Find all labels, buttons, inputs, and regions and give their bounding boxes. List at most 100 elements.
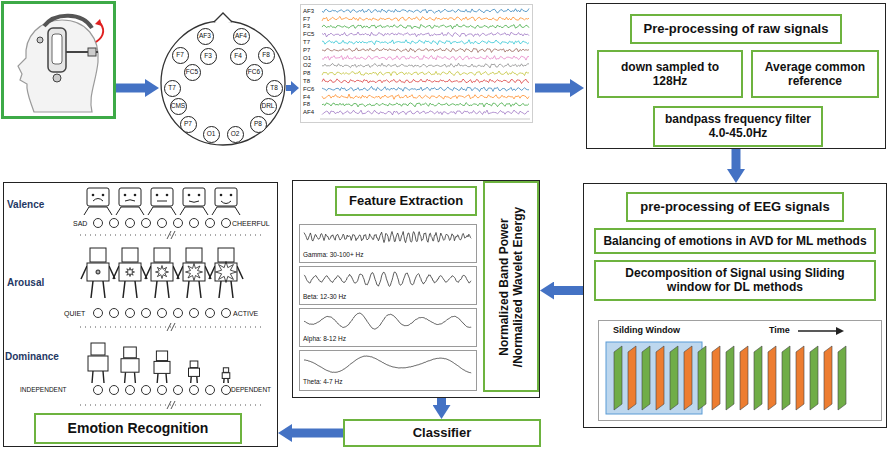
window-frame — [824, 346, 832, 410]
sam-manikins — [81, 188, 243, 395]
manikin-eye — [92, 194, 95, 197]
manikin-mouth — [93, 199, 103, 202]
manikin-limbs — [92, 371, 104, 383]
channel-name: FC5 — [303, 31, 314, 37]
band-wave — [304, 232, 471, 243]
rating-circle — [142, 309, 151, 318]
panel-box: pre-processing of EEG signalsBalancing o… — [583, 183, 887, 428]
flow-arrow — [286, 81, 299, 95]
process-box: Balancing of emotions in AVD for ML meth… — [594, 228, 876, 254]
window-frame — [698, 346, 706, 410]
channel-name: F8 — [303, 101, 310, 107]
window-frame — [712, 346, 720, 410]
node-text: Normalized Band Power /Normalized Wavele… — [497, 187, 526, 387]
node-text: bandpass frequency filter 4.0-45.0Hz — [661, 112, 815, 141]
manikin-body — [212, 207, 240, 215]
window-frame — [796, 346, 804, 410]
manikin-eye — [188, 194, 191, 197]
window-frame — [670, 346, 678, 410]
manikin-limbs — [81, 266, 115, 298]
dominance-manikin — [88, 343, 108, 383]
electrode-circle: T8 — [266, 80, 283, 97]
node-text: AF4 — [234, 33, 249, 40]
manikin-eye — [156, 194, 159, 197]
scale-end: QUIET — [64, 310, 85, 317]
electrode-circle: F4 — [230, 48, 247, 65]
manikin-limbs — [157, 373, 167, 383]
manikin-eye — [220, 194, 223, 197]
manikin-body — [151, 263, 173, 281]
electrode-circle: P7 — [180, 116, 197, 133]
node-text: P7 — [181, 121, 196, 128]
motion-arrow — [95, 19, 102, 26]
window-frame — [740, 346, 748, 410]
rating-circle — [158, 386, 167, 395]
electrode-circle: CMS — [170, 98, 187, 115]
scale-end: SAD — [73, 220, 87, 227]
band-panel — [300, 267, 477, 305]
electrode-circle: DRL — [260, 98, 277, 115]
window-frame — [642, 346, 650, 410]
rating-circle — [126, 309, 135, 318]
node-text: P8 — [251, 121, 266, 128]
image-frame — [3, 3, 115, 118]
rating-circle — [206, 309, 215, 318]
rating-circle — [142, 219, 151, 228]
headset-sensor — [53, 74, 61, 82]
scale-line — [80, 327, 264, 328]
arousal-burst — [96, 270, 101, 275]
window-frame — [726, 346, 734, 410]
channel-name: P7 — [303, 47, 310, 53]
electrode-circle: O1 — [203, 126, 220, 143]
manikin-head — [218, 248, 234, 262]
eeg-trace — [322, 71, 529, 76]
manikin-head — [122, 248, 138, 262]
scale-name: Valence — [7, 200, 44, 210]
band-wave — [304, 356, 471, 373]
manikin-body — [88, 356, 108, 371]
scale-end: INDEPENDENT — [20, 387, 67, 394]
manikin-head — [87, 188, 109, 206]
valence-manikin — [84, 188, 112, 215]
headset-arm — [52, 34, 62, 64]
electrode-circle: F3 — [200, 48, 217, 65]
rating-circle — [110, 309, 119, 318]
manikin-head — [156, 351, 167, 361]
rating-circle — [190, 219, 199, 228]
band-panel — [300, 309, 477, 347]
manikin-head — [151, 188, 173, 206]
arousal-burst — [126, 268, 135, 277]
arousal-burst — [156, 266, 169, 279]
node-text: F7 — [173, 52, 188, 59]
rating-circle — [126, 386, 135, 395]
rating-circle — [222, 309, 231, 318]
manikin-limbs — [224, 378, 229, 383]
scale-end: ACTIVE — [233, 310, 258, 317]
rating-circle — [142, 386, 151, 395]
node-text: F3 — [201, 53, 216, 60]
panel-heading: Pre-processing of raw signals — [630, 14, 843, 44]
eeg-trace — [322, 63, 529, 68]
node-text: Average common reference — [759, 60, 871, 89]
window-frame — [614, 346, 622, 410]
manikin-body — [215, 263, 237, 281]
electrode-circle: AF3 — [197, 28, 214, 45]
headset-sensor — [37, 37, 43, 43]
manikin-body — [116, 207, 144, 215]
scale-end: CHEERFUL — [232, 220, 270, 227]
rating-circle — [206, 386, 215, 395]
eeg-trace — [322, 32, 529, 37]
eeg-trace — [322, 16, 529, 21]
manikin-body — [87, 263, 109, 281]
manikin-head — [119, 188, 141, 206]
manikin-head — [215, 188, 237, 206]
rating-circle — [190, 386, 199, 395]
channel-name: T8 — [303, 78, 310, 84]
manikin-mouth — [125, 200, 135, 201]
manikin-eye — [102, 194, 105, 197]
node-text: O1 — [204, 131, 219, 138]
arousal-manikin — [209, 248, 243, 298]
rating-circle — [222, 219, 231, 228]
